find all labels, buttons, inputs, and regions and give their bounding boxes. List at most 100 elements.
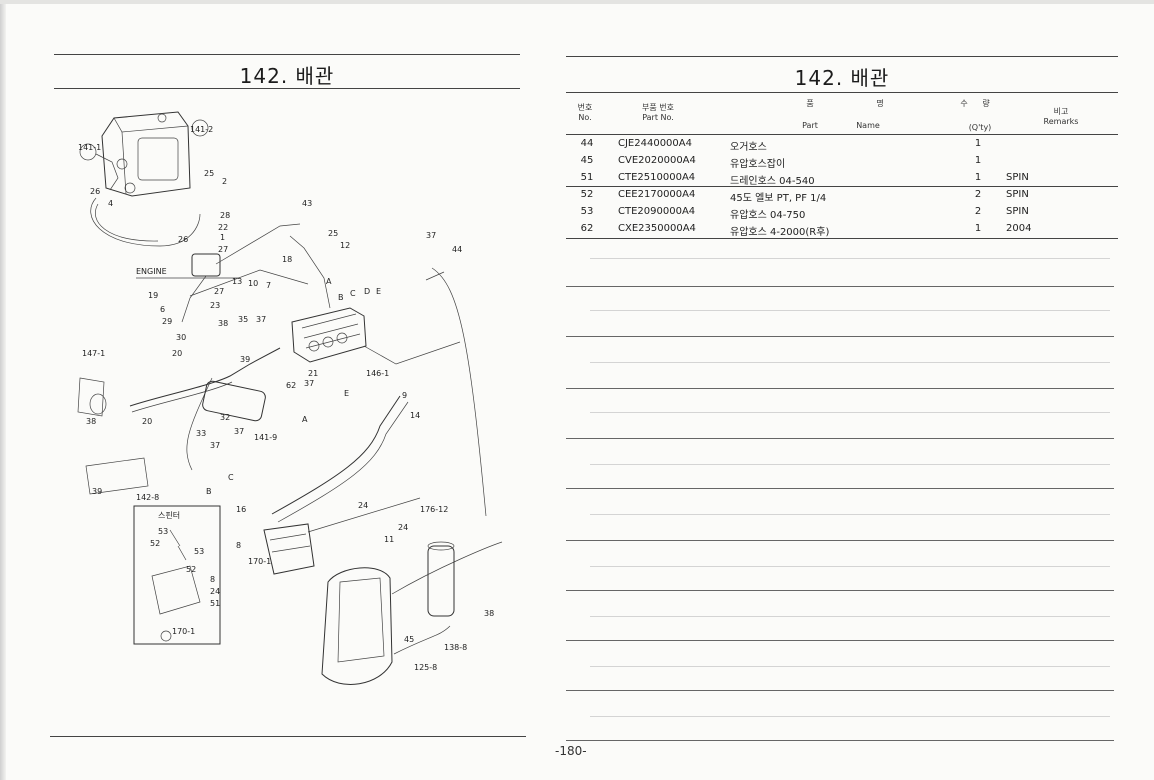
cell-part: CVE2020000A4 bbox=[618, 155, 696, 166]
diagram-callout: 30 bbox=[176, 333, 186, 342]
diagram-callout: 8 bbox=[210, 575, 215, 584]
column-header: 품 bbox=[806, 99, 814, 108]
diagram-callout: 141-9 bbox=[254, 433, 277, 442]
diagram-callout: 25 bbox=[328, 229, 338, 238]
control-valve bbox=[289, 235, 461, 365]
cell-part: CJE2440000A4 bbox=[618, 138, 692, 149]
top-rule bbox=[566, 56, 1118, 57]
diagram-callout: 38 bbox=[484, 609, 494, 618]
diagram-callout: E bbox=[344, 389, 349, 398]
cell-rem: SPIN bbox=[1006, 172, 1029, 183]
diagram-callout: 27 bbox=[214, 287, 224, 296]
diagram-callout: 6 bbox=[160, 305, 165, 314]
page-title: 142. 배관 bbox=[239, 64, 335, 88]
diagram-callout: 62 bbox=[286, 381, 296, 390]
diagram-callout: 53 bbox=[158, 527, 168, 536]
diagram-callout: 11 bbox=[384, 535, 394, 544]
table-row: 44 CJE2440000A4 오거호스 1 bbox=[560, 136, 1120, 153]
diagram-callout: 52 bbox=[150, 539, 160, 548]
diagram-callout: 37 bbox=[256, 315, 266, 324]
diagram-callout: 8 bbox=[236, 541, 241, 550]
diagram-callout: 4 bbox=[108, 199, 113, 208]
column-header: 비고 bbox=[1053, 107, 1069, 116]
cell-name: 유압호스잡이 bbox=[730, 159, 786, 170]
diagram-callout: 170-1 bbox=[248, 557, 271, 566]
diagram-callout: 141-2 bbox=[190, 125, 213, 134]
diagram-callout: 13 bbox=[232, 277, 242, 286]
diagram-callout: 20 bbox=[142, 417, 152, 426]
diagram-callout: 23 bbox=[210, 301, 220, 310]
diagram-callout: 28 bbox=[220, 211, 230, 220]
cell-part: CEE2170000A4 bbox=[618, 189, 696, 200]
cell-name: 드레인호스 04-540 bbox=[730, 176, 815, 187]
diagram-callout: B bbox=[338, 293, 344, 302]
diagram-callout: 170-1 bbox=[172, 627, 195, 636]
row-rule bbox=[566, 238, 1118, 239]
diagram-callout: 33 bbox=[196, 429, 206, 438]
diagram-callout: 21 bbox=[308, 369, 318, 378]
diagram-callout: 37 bbox=[234, 427, 244, 436]
header-rule bbox=[566, 134, 1118, 135]
column-header: No. bbox=[578, 113, 592, 122]
table-row: 51 CTE2510000A4 드레인호스 04-540 1 SPIN bbox=[560, 170, 1120, 187]
diagram-callout: 35 bbox=[238, 315, 248, 324]
diagram-callouts: 141-2 141-1 25 2 26 4 43 28 22 26 1 27 2… bbox=[78, 125, 494, 672]
top-rule bbox=[54, 54, 520, 55]
cell-qty: 1 bbox=[974, 223, 982, 234]
diagram-callout: C bbox=[350, 289, 356, 298]
diagram-callout: 26 bbox=[178, 235, 188, 244]
cell-qty: 2 bbox=[974, 206, 982, 217]
cell-part: CTE2510000A4 bbox=[618, 172, 696, 183]
scan-edge bbox=[0, 0, 6, 780]
diagram-callout: 22 bbox=[218, 223, 228, 232]
diagram-callout: 37 bbox=[426, 231, 436, 240]
diagram-callout: 176-12 bbox=[420, 505, 448, 514]
title-rule bbox=[54, 88, 520, 89]
diagram-callout: 52 bbox=[186, 565, 196, 574]
scan-edge-top bbox=[0, 0, 1154, 4]
diagram-callout: 24 bbox=[210, 587, 220, 596]
cell-qty: 1 bbox=[974, 172, 982, 183]
diagram-callout: 43 bbox=[302, 199, 312, 208]
right-page: 142. 배관 번호 No. 부품 번호 Part No. 품 명 Part N… bbox=[560, 46, 1120, 746]
table-row: 45 CVE2020000A4 유압호스잡이 1 bbox=[560, 153, 1120, 170]
engine-assembly: ENGINE bbox=[136, 223, 309, 323]
diagram-callout: 24 bbox=[358, 501, 368, 510]
diagram-callout: 27 bbox=[218, 245, 228, 254]
diagram-callout: 125-8 bbox=[414, 663, 437, 672]
diagram-callout: B bbox=[206, 487, 212, 496]
cell-qty: 1 bbox=[974, 138, 982, 149]
column-header: 번호 bbox=[577, 103, 593, 112]
cell-name: 유압호스 4-2000(R후) bbox=[730, 227, 830, 238]
column-header: Part bbox=[802, 121, 818, 130]
diagram-callout: 20 bbox=[172, 349, 182, 358]
column-header: 부품 번호 bbox=[642, 103, 674, 112]
engine-tank bbox=[79, 111, 209, 247]
diagram-callout: 1 bbox=[220, 233, 225, 242]
cell-name: 유압호스 04-750 bbox=[730, 210, 806, 221]
cell-name: 오거호스 bbox=[730, 142, 767, 153]
column-header: Remarks bbox=[1043, 117, 1079, 126]
cell-no: 53 bbox=[580, 206, 594, 217]
cell-rem: 2004 bbox=[1006, 223, 1032, 234]
title-rule bbox=[566, 92, 1118, 93]
hopper-bag bbox=[321, 541, 503, 685]
cell-no: 51 bbox=[580, 172, 594, 183]
diagram-callout: 16 bbox=[236, 505, 246, 514]
diagram-callout: 25 bbox=[204, 169, 214, 178]
column-header: 명 bbox=[876, 99, 884, 108]
column-header: (Q'ty) bbox=[968, 123, 992, 132]
cell-part: CXE2350000A4 bbox=[618, 223, 696, 234]
diagram-callout: 18 bbox=[282, 255, 292, 264]
piping-diagram: ENGINE bbox=[77, 111, 503, 685]
cell-qty: 2 bbox=[974, 189, 982, 200]
diagram-callout: 37 bbox=[304, 379, 314, 388]
cell-rem: SPIN bbox=[1006, 206, 1029, 217]
cell-no: 45 bbox=[580, 155, 594, 166]
diagram-callout: 29 bbox=[162, 317, 172, 326]
diagram-callout: 141-1 bbox=[78, 143, 101, 152]
cell-no: 44 bbox=[580, 138, 594, 149]
diagram-callout: 26 bbox=[90, 187, 100, 196]
diagram-callout: 45 bbox=[404, 635, 414, 644]
diagram-callout: 39 bbox=[240, 355, 250, 364]
